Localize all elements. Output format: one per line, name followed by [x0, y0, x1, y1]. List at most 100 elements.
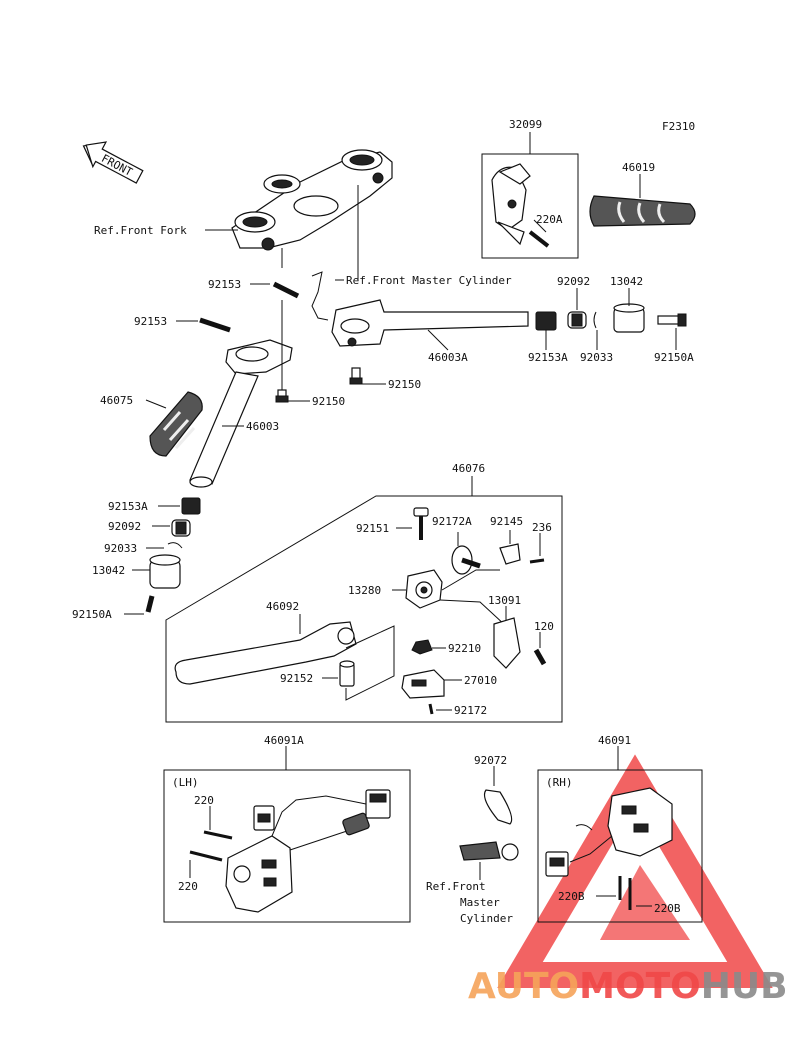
- label-92033-left: 92033: [104, 542, 137, 555]
- label-46091: 46091: [598, 734, 631, 747]
- watermark-triangle-inner: [600, 865, 690, 940]
- label-13091: 13091: [488, 594, 521, 607]
- label-92172A: 92172A: [432, 515, 472, 528]
- label-92152: 92152: [280, 672, 313, 685]
- label-220B-b: 220B: [654, 902, 681, 915]
- bolt-92150A-top: [657, 313, 687, 327]
- figure-code: F2310: [662, 120, 695, 133]
- label-13280: 13280: [348, 584, 381, 597]
- label-92150A-left: 92150A: [72, 608, 112, 621]
- circlip-92033-top: [593, 311, 597, 329]
- svg-text:AUTOMOTOHUB: AUTOMOTOHUB: [468, 966, 788, 1007]
- nut-92210: [411, 639, 433, 655]
- label-92145: 92145: [490, 515, 523, 528]
- screw-220-a: [203, 830, 233, 840]
- triple-clamp: [231, 149, 393, 251]
- panel-rh-label: (RH): [546, 776, 573, 789]
- bolt-92150-top: [349, 367, 363, 385]
- label-236: 236: [532, 521, 552, 534]
- rh-switch-housing: [545, 787, 673, 877]
- adjuster-92172A: [451, 545, 481, 575]
- bolt-120: [533, 648, 547, 666]
- label-46091A: 46091A: [264, 734, 304, 747]
- front-arrow-icon: FRONT: [82, 141, 144, 184]
- label-46003A: 46003A: [428, 351, 468, 364]
- left-handlebar: [189, 339, 293, 488]
- weight-92153A-left: [181, 497, 201, 515]
- rh-switch-box: [537, 769, 703, 923]
- throttle-housing: [491, 163, 531, 246]
- label-46075: 46075: [100, 394, 133, 407]
- label-120: 120: [534, 620, 554, 633]
- label-92153A-top: 92153A: [528, 351, 568, 364]
- label-46003: 46003: [246, 420, 279, 433]
- screw-220A: [528, 230, 550, 248]
- front-arrow-label: FRONT: [99, 152, 135, 179]
- master-cylinder-ref: [459, 841, 519, 861]
- label-27010: 27010: [464, 674, 497, 687]
- label-13042-left: 13042: [92, 564, 125, 577]
- label-46076: 46076: [452, 462, 485, 475]
- label-92150A-top: 92150A: [654, 351, 694, 364]
- label-220-b: 220: [178, 880, 198, 893]
- collar-92092-left: [171, 519, 191, 537]
- screw-220-b: [189, 850, 223, 862]
- label-92092-top: 92092: [557, 275, 590, 288]
- label-92153-a: 92153: [208, 278, 241, 291]
- switch-27010: [401, 669, 445, 699]
- clip-92145: [499, 543, 521, 565]
- label-92072: 92072: [474, 754, 507, 767]
- label-ref-fmc-3: Cylinder: [460, 912, 513, 925]
- label-92150-b: 92150: [312, 395, 345, 408]
- bolt-92150-left: [275, 389, 289, 403]
- label-ref-front-master-cylinder: Ref.Front Master Cylinder: [346, 274, 512, 287]
- bolt-92153-a: [272, 281, 300, 299]
- grip-46075: [149, 391, 203, 457]
- screw-92172: [428, 703, 434, 715]
- label-92151: 92151: [356, 522, 389, 535]
- watermark-hub: HUB: [701, 966, 788, 1007]
- right-handlebar: [331, 299, 529, 347]
- bolt-92150A-left: [145, 595, 155, 613]
- label-32099: 32099: [509, 118, 542, 131]
- label-92210: 92210: [448, 642, 481, 655]
- label-220A: 220A: [536, 213, 563, 226]
- label-92033-top: 92033: [580, 351, 613, 364]
- collar-92092-top: [567, 311, 587, 329]
- label-92150-a: 92150: [388, 378, 421, 391]
- label-220-a: 220: [194, 794, 214, 807]
- bracket-13280: [405, 569, 443, 609]
- weight-92153A-top: [535, 311, 557, 331]
- label-ref-fmc-2: Master: [460, 896, 500, 909]
- weight-13042-left: [149, 554, 181, 589]
- bolt-92151: [413, 507, 429, 540]
- screw-236: [529, 558, 545, 564]
- grip-46019: [589, 195, 696, 227]
- watermark-text: AUTOMOTOHUB: [468, 966, 788, 1007]
- watermark-logo: [497, 754, 773, 988]
- label-92153A-left: 92153A: [108, 500, 148, 513]
- circlip-92033-left: [167, 542, 183, 549]
- lh-switch-housing: [225, 789, 391, 913]
- label-92153-b: 92153: [134, 315, 167, 328]
- label-220B-a: 220B: [558, 890, 585, 903]
- panel-lh-label: (LH): [172, 776, 199, 789]
- label-92092-left: 92092: [108, 520, 141, 533]
- label-92172: 92172: [454, 704, 487, 717]
- watermark-triangle: [497, 754, 773, 988]
- watermark-moto: MOTO: [579, 966, 701, 1007]
- label-46019: 46019: [622, 161, 655, 174]
- label-13042-top: 13042: [610, 275, 643, 288]
- label-ref-fmc-1: Ref.Front: [426, 880, 486, 893]
- clamp-13091: [493, 617, 521, 669]
- clutch-assembly-box: [165, 495, 563, 723]
- strap-92072: [483, 789, 513, 825]
- lh-switch-box: [163, 769, 411, 923]
- bolt-92153-b: [199, 317, 231, 333]
- watermark-auto: AUTO: [468, 966, 579, 1007]
- weight-13042-top: [613, 303, 645, 333]
- label-46092: 46092: [266, 600, 299, 613]
- label-ref-front-fork: Ref.Front Fork: [94, 224, 187, 237]
- bushing-92152: [339, 660, 355, 687]
